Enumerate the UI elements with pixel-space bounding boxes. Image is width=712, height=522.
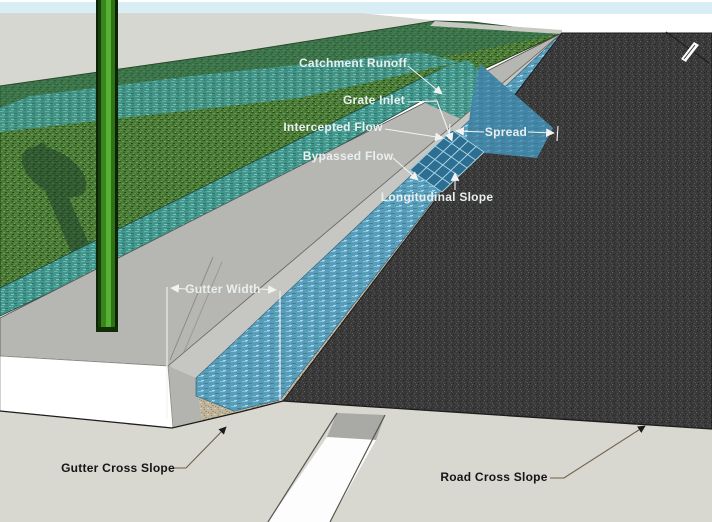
asphalt-surface <box>282 32 712 430</box>
label-grate-inlet: Grate Inlet <box>343 93 405 107</box>
label-gutter-width: Gutter Width <box>185 282 261 296</box>
spread-tick-left <box>448 123 451 140</box>
road <box>282 31 712 430</box>
label-road-cross-slope: Road Cross Slope <box>440 470 547 484</box>
water-spread-texture <box>465 64 553 158</box>
leader-bypassed-flow <box>392 157 419 181</box>
grate-inlet <box>409 129 485 193</box>
lane-dash-marking <box>681 42 699 62</box>
label-longitudinal-slope: Longitudinal Slope <box>381 190 494 204</box>
leader-road-cross-slope <box>550 425 646 479</box>
label-intercepted-flow: Intercepted Flow <box>283 120 383 134</box>
spread-arrow-left <box>455 126 485 136</box>
leader-intercepted-flow <box>384 128 444 142</box>
label-catchment-runoff: Catchment Runoff <box>299 56 408 70</box>
label-spread: Spread <box>485 125 527 139</box>
pavement-joint-line <box>665 31 710 64</box>
label-bypassed-flow: Bypassed Flow <box>303 149 394 163</box>
sidewalk-joint <box>169 256 214 361</box>
curb-front-cut <box>168 366 202 428</box>
far-sidewalk-strip <box>430 21 562 34</box>
white-leaders <box>166 65 559 419</box>
gutter-width-arrow-right <box>259 285 277 294</box>
spread-tick-right <box>556 125 559 142</box>
sky-band <box>0 2 712 14</box>
ground-strip <box>267 412 386 522</box>
leader-catchment-runoff <box>407 65 443 95</box>
label-gutter-cross-slope: Gutter Cross Slope <box>61 461 175 475</box>
labels: Catchment Runoff Grate Inlet Intercepted… <box>61 56 547 484</box>
leader-grate-inlet <box>407 100 454 142</box>
sidewalk-joint-2 <box>177 261 223 367</box>
ground-edge-line <box>0 400 712 430</box>
utility-pole <box>96 0 118 332</box>
leader-gutter-cross-slope <box>174 426 227 469</box>
cross-section <box>0 355 712 522</box>
gutter-width-arrow-left <box>170 284 187 293</box>
dark-leaders <box>174 425 646 479</box>
spread-arrow-right <box>527 128 555 138</box>
